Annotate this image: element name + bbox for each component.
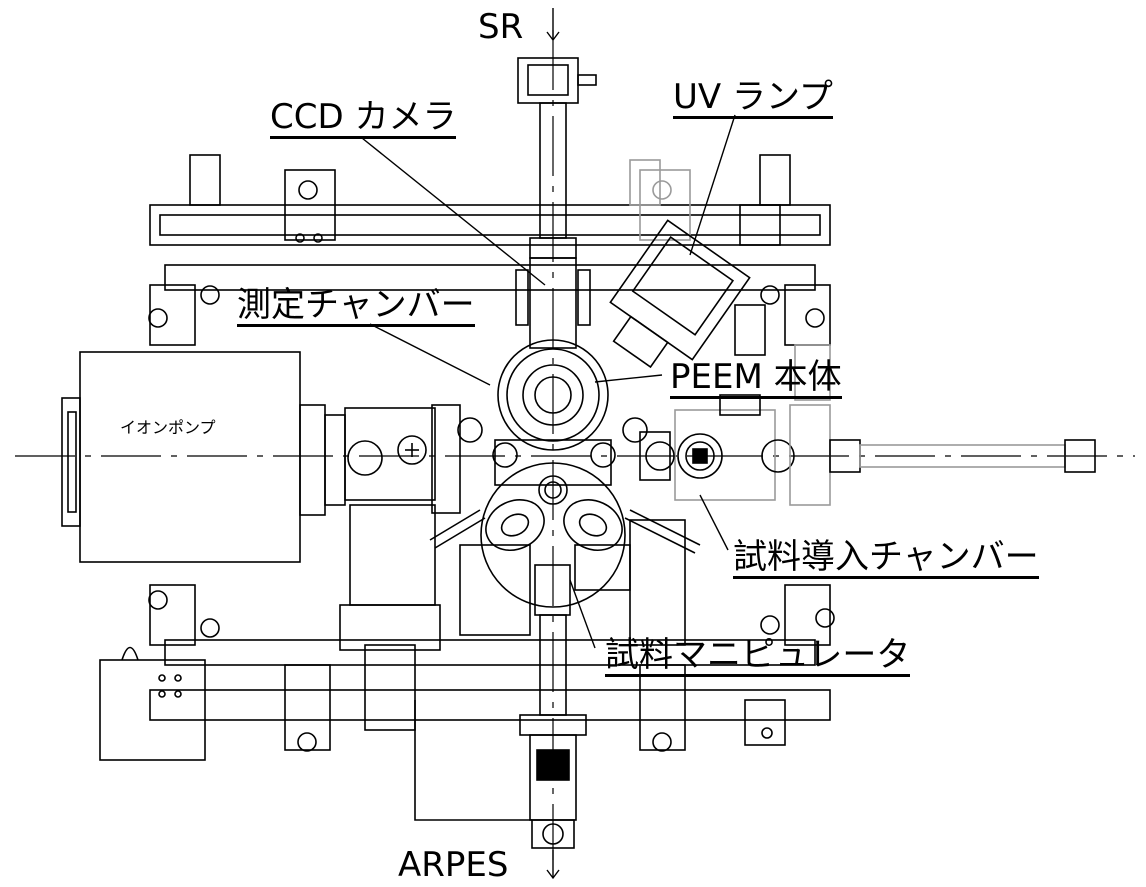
ion-pump <box>61 351 346 563</box>
sr-beam-pipe <box>515 57 597 349</box>
manipulator-block <box>99 519 686 761</box>
ion-pump-label: イオンポンプ <box>120 418 216 437</box>
side-clamps <box>148 285 835 638</box>
top-brackets <box>284 169 781 246</box>
uv-lamp-label: UV ランプ <box>673 77 833 119</box>
sample-manipulator-label: 試料マニピュレータ <box>605 635 911 677</box>
left-pipe <box>339 404 461 651</box>
leader-lines <box>361 8 736 880</box>
arpes-label: ARPES <box>398 845 509 885</box>
arpes-beam-pipe <box>364 564 587 849</box>
sr-label: SR <box>478 7 524 47</box>
sample-intro-chamber <box>639 304 1096 506</box>
bottom-brackets <box>284 664 786 752</box>
ccd-camera-label: CCD カメラ <box>270 97 457 139</box>
measurement-chamber-label: 測定チャンバー <box>237 285 475 327</box>
angled-ports <box>429 499 701 554</box>
measurement-chamber <box>457 339 648 608</box>
uv-lamp <box>609 219 751 369</box>
peem-body-label: PEEM 本体 <box>670 357 842 399</box>
sample-intro-chamber-label: 試料導入チャンバー <box>733 537 1039 579</box>
